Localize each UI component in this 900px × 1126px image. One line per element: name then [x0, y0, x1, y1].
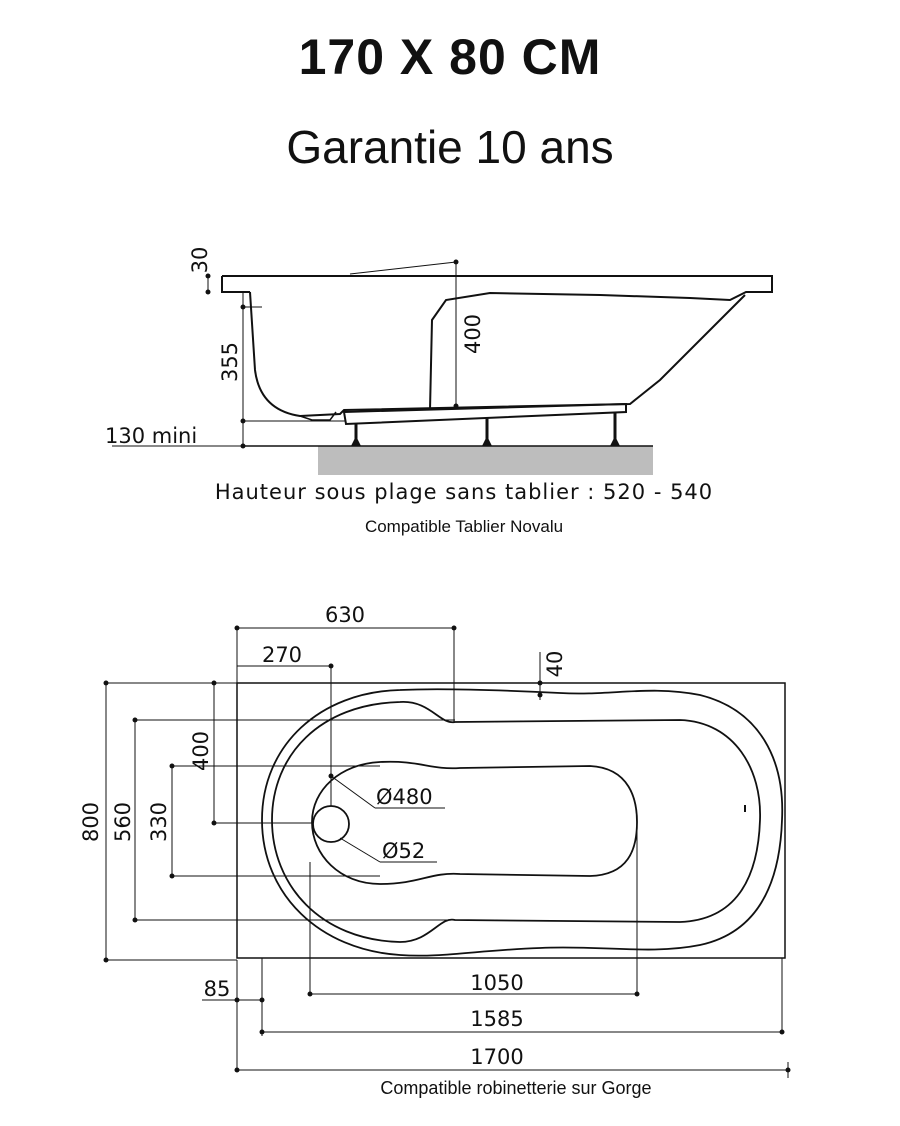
dim-130-label: 130 mini: [105, 424, 197, 448]
tub-basin-outline: [311, 760, 638, 885]
dim-1050-label: 1050: [470, 971, 523, 995]
height-caption: Hauteur sous plage sans tablier : 520 - …: [214, 480, 714, 504]
dim-560-label: 560: [111, 802, 135, 842]
apron-compatibility-caption: Compatible Tablier Novalu: [364, 517, 564, 536]
support-frame: [342, 402, 627, 426]
tub-rim-outline-top: [261, 688, 784, 957]
dim-800-label: 800: [79, 802, 103, 842]
tub-inner-outline-top: [271, 701, 761, 943]
dim-40-label: 40: [543, 651, 567, 678]
tub-rim-lip: [221, 276, 250, 293]
drain-hole: [312, 805, 350, 843]
diam52-leader: [339, 837, 381, 863]
diam480-label: Ø480: [376, 785, 433, 809]
faucet-compatibility-caption: Compatible robinetterie sur Gorge: [380, 1078, 652, 1098]
dim-270-label: 270: [262, 643, 302, 667]
dim-1700-label: 1700: [470, 1045, 523, 1069]
side-view-drawing: 30 355 130 mini 400: [105, 247, 773, 475]
dim-330-label: 330: [147, 802, 171, 842]
diam480-leader: [330, 775, 376, 809]
tub-body-outline: [249, 291, 746, 418]
dim-30-label: 30: [188, 247, 212, 274]
dim-400-leader: [349, 261, 457, 275]
dim-400-top-label: 400: [189, 731, 213, 771]
dim-85-label: 85: [204, 977, 231, 1001]
tub-outer-rectangle: [236, 682, 786, 959]
diam52-label: Ø52: [382, 839, 425, 863]
support-feet: [351, 413, 620, 446]
dim-400-label: 400: [461, 314, 485, 354]
dim-630-label: 630: [325, 603, 365, 627]
dim-355-label: 355: [218, 342, 242, 382]
drain-outlet: [299, 411, 337, 421]
dim-1585-label: 1585: [470, 1007, 523, 1031]
warranty-subtitle: Garantie 10 ans: [286, 121, 614, 173]
floor-block: [318, 446, 653, 475]
product-dimensions-title: 170 X 80 CM: [298, 29, 602, 85]
tub-rim-outline: [222, 275, 773, 411]
